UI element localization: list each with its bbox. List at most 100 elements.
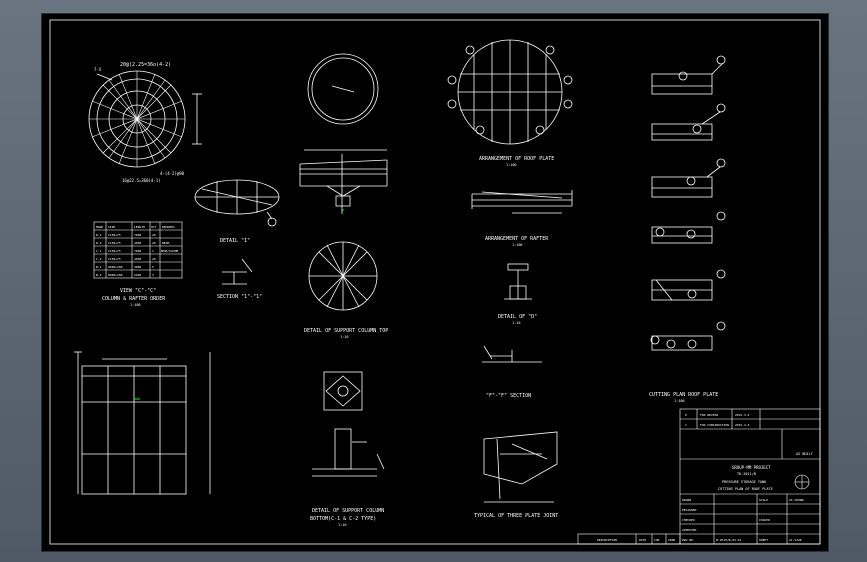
detail-i-tag: DETAIL "I" — [220, 238, 250, 244]
bom-h-mark: MARK — [96, 225, 103, 229]
tb-scale-label: SCALE — [759, 498, 768, 502]
top-plan-dim-bottom: 16@22.5=360(4-1) — [122, 178, 161, 183]
bom-r6-size: H200x100 — [108, 273, 123, 277]
bom-r1-len: 7600 — [134, 233, 141, 237]
detail-ellipse — [194, 179, 280, 227]
tb-bottom-desc: DESCRIPTION — [597, 538, 617, 542]
tb-title-1: PRESSURE STORAGE TANK — [722, 480, 767, 484]
section-ff-title: "F"-"F" SECTION — [486, 393, 531, 399]
roof-plate-arrangement — [447, 39, 573, 145]
support-bottom-scale: 1:10 — [338, 523, 346, 527]
bom-r4: C-2 — [96, 257, 102, 261]
three-plate-title: TYPICAL OF THREE PLATE JOINT — [474, 513, 558, 519]
sheet-border — [49, 19, 821, 545]
bom-r5-size: H200x100 — [108, 265, 123, 269]
bom-h-len: LENGTH — [134, 225, 145, 229]
bom-r4-size: C150x75 — [108, 257, 121, 261]
tb-bottom-appr: APPR — [668, 538, 675, 542]
roof-circle-top — [307, 53, 379, 125]
bom-r5: B-1 — [96, 265, 102, 269]
drawing-svg: 20@(2.25=36o(4-2) 7-X 4-(4-2)@90 16@22.5… — [49, 19, 821, 545]
bom-r2-size: C150x75 — [108, 241, 121, 245]
three-plate-joint — [483, 431, 558, 503]
support-bottom-title: DETAIL OF SUPPORT COLUMN — [312, 508, 384, 514]
cutting-plan-scale: 1:100 — [674, 399, 685, 403]
bom-r1: R-1 — [96, 233, 102, 237]
tb-bottom-chk: CHK — [654, 538, 660, 542]
tb-dwg-no: M-2015/B-04-01 — [716, 538, 741, 542]
bom-subtitle: COLUMN & RAFTER ORDER — [102, 296, 166, 302]
bom-h-qty: QTY — [151, 225, 157, 229]
top-plan — [88, 70, 202, 168]
bom-r1-size: C150x75 — [108, 233, 121, 237]
detail-d — [504, 263, 532, 300]
bom-r4-len: 4500 — [134, 257, 141, 261]
top-plan-dim-side: 4-(4-2)@90 — [160, 171, 185, 176]
bom-scale: 1:100 — [130, 303, 141, 307]
rafter-arrangement-scale: 1:100 — [512, 243, 523, 247]
tb-field-designed: DESIGNED — [682, 508, 697, 512]
bom-r1-qty: 20 — [152, 233, 156, 237]
title-block — [577, 408, 821, 545]
tb-rev0-no: 0 — [685, 413, 687, 417]
cutting-plan-title: CUTTING PLAN ROOF PLATE — [649, 392, 718, 398]
tb-title-2: CUTTING PLAN OF ROOF PLATE — [718, 487, 773, 491]
bom-r4-qty: 20 — [152, 257, 156, 261]
tb-stamp: AS BUILT — [796, 452, 814, 456]
column-top-detail — [308, 241, 378, 311]
cutting-plates — [650, 55, 726, 351]
bom-r3-size: C150x75 — [108, 249, 121, 253]
bom-r2: R-2 — [96, 241, 102, 245]
column-bottom-detail — [312, 371, 385, 477]
bom-r2-qty: 20 — [152, 241, 156, 245]
column-elevation — [74, 351, 211, 495]
bom-r2-len: 4500 — [134, 241, 141, 245]
bom-r5-qty: 5 — [152, 265, 154, 269]
tb-bottom-date: DATE — [639, 538, 646, 542]
roof-arrangement-scale: 1:100 — [506, 163, 517, 167]
bom-r6-qty: 3 — [152, 273, 154, 277]
tb-rev1-date: 2015-4-5 — [735, 423, 750, 427]
top-plan-dim-top: 20@(2.25=36o(4-2) — [120, 62, 171, 68]
drawing-canvas[interactable]: 20@(2.25=36o(4-2) 7-X 4-(4-2)@90 16@22.5… — [41, 13, 829, 552]
bom-h-rem: REMARKS — [162, 225, 175, 229]
tb-field-drawn: DRAWN — [682, 498, 691, 502]
tb-project-sub: TK-2011/B — [737, 472, 756, 476]
bom-r6: B-2 — [96, 273, 102, 277]
tb-scale-value: AS SHOWN — [789, 498, 804, 502]
tb-dwg-label: DWG NO. — [682, 538, 695, 542]
detail-i — [222, 258, 253, 285]
tb-field-checked: CHECKED — [682, 518, 695, 522]
bom-r6-len: 2200 — [134, 273, 141, 277]
tb-rev1-no: 1 — [685, 423, 687, 427]
support-top-scale: 1:10 — [340, 335, 348, 339]
section-tag: SECTION "1"-"1" — [217, 294, 262, 300]
support-top-title: DETAIL OF SUPPORT COLUMN TOP — [304, 328, 388, 334]
green-markers — [134, 209, 344, 400]
tb-issue: ISSUED — [759, 518, 770, 522]
bom-r3-qty: 1 — [152, 249, 154, 253]
bom-title: VIEW "C"-"C" — [120, 288, 156, 294]
tb-rev1-desc: FOR CONSTRUCTION — [700, 423, 729, 427]
bom-r3: C-1 — [96, 249, 102, 253]
bom-table — [93, 221, 183, 279]
bom-r2-rem: BEAM — [162, 241, 169, 245]
support-bottom-subtitle: BOTTOM(C-1 & C-2 TYPE) — [310, 516, 376, 522]
tb-rev0-desc: FOR REVIEW — [700, 413, 718, 417]
bom-r3-rem: BEAM/COLUMN — [161, 249, 179, 253]
bom-h-size: SIZE — [108, 225, 115, 229]
detail-d-title: DETAIL OF "D" — [498, 314, 537, 320]
tb-format: A1-SIZE — [789, 538, 802, 542]
roof-arrangement-title: ARRANGEMENT OF ROOF PLATE — [479, 156, 554, 162]
rafter-arrangement — [471, 190, 573, 214]
detail-d-scale: 1:10 — [512, 321, 520, 325]
tb-project: GROUP-MM PROJECT — [732, 465, 771, 470]
bom-r5-len: 3000 — [134, 265, 141, 269]
bom-r3-len: 7600 — [134, 249, 141, 253]
rafter-arrangement-title: ARRANGEMENT OF RAFTER — [485, 236, 549, 242]
top-plan-ref: 7-X — [94, 67, 102, 72]
tb-field-approved: APPROVED — [682, 528, 697, 532]
section-ff — [482, 345, 542, 363]
roof-section — [299, 149, 388, 214]
